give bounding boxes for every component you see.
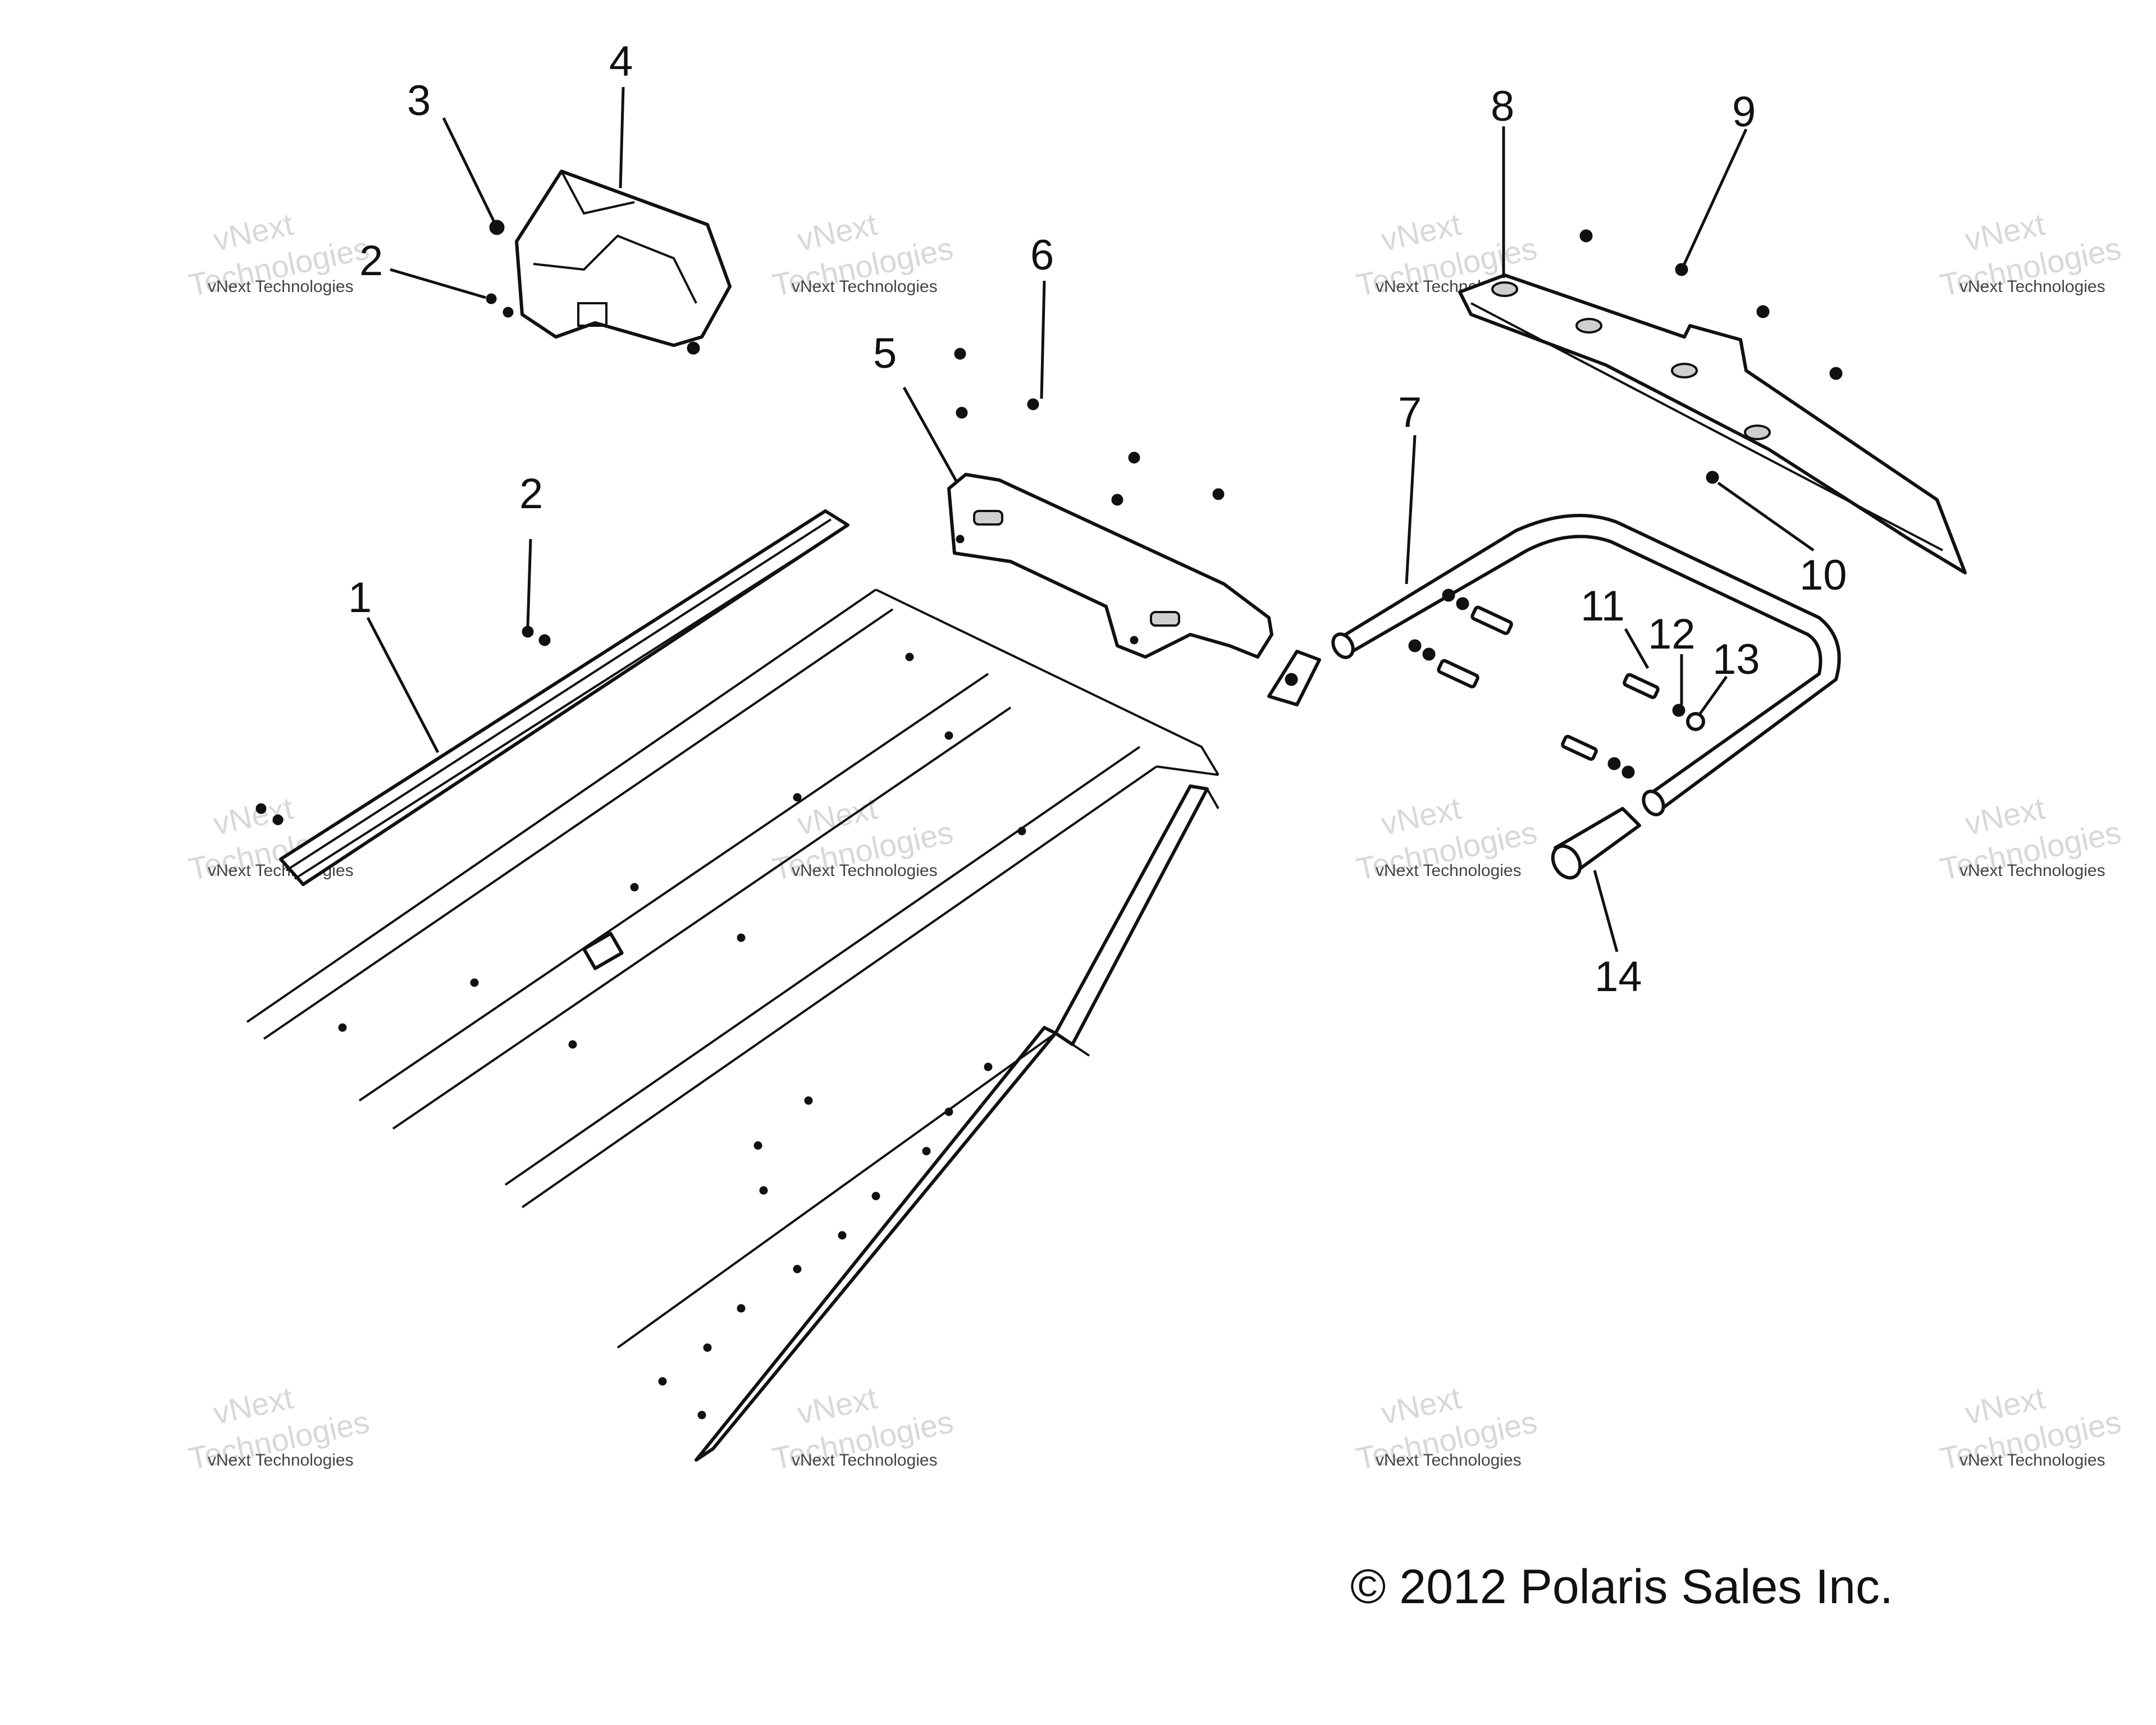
part-3-nut — [489, 220, 505, 235]
part-2-fasteners — [486, 293, 551, 646]
callout-5: 5 — [873, 330, 897, 377]
watermark-text: vNext Technologies — [208, 277, 354, 296]
callout-2: 2 — [519, 470, 543, 518]
leader-lines — [366, 86, 1815, 952]
watermark-text: vNext Technologies — [1959, 277, 2105, 296]
part-10-fastener — [1706, 471, 1719, 484]
watermark-text: vNext Technologies — [792, 861, 938, 880]
callout-1: 1 — [348, 574, 372, 622]
watermark: vNext Technologies vNext Technologies — [1353, 206, 1540, 303]
callout-8: 8 — [1491, 83, 1514, 130]
watermark: vNext Technologies vNext Technologies — [185, 1380, 372, 1476]
watermark: vNext Technologies vNext Technologies — [1937, 790, 2124, 887]
part-5-bracket — [947, 473, 1273, 659]
watermark: vNext Technologies vNext Technologies — [1353, 790, 1540, 887]
watermark: vNext Technologies vNext Technologies — [769, 206, 956, 303]
watermark-group: vNext Technologies vNext Technologies vN… — [185, 206, 2124, 1476]
callout-12: 12 — [1648, 610, 1696, 658]
part-8-top-rail — [1458, 273, 1967, 574]
watermark-text: vNext Technologies — [792, 1451, 938, 1470]
watermark: vNext Technologies vNext Technologies — [1937, 1380, 2124, 1476]
callout-9: 9 — [1732, 88, 1756, 136]
callout-6: 6 — [1030, 231, 1054, 279]
part-1-side-rail — [255, 509, 849, 886]
callout-4: 4 — [609, 38, 633, 85]
floor-deck — [246, 588, 1219, 1462]
watermark: vNext Technologies vNext Technologies — [1937, 206, 2124, 303]
watermark-text: vNext Technologies — [1959, 861, 2105, 880]
watermark: vNext Technologies vNext Technologies — [1353, 1380, 1540, 1476]
watermark-text: vNext Technologies — [1959, 1451, 2105, 1470]
callout-11: 11 — [1581, 582, 1625, 630]
part-6-fasteners — [954, 348, 1225, 506]
callout-10: 10 — [1799, 551, 1847, 599]
part-4-cover — [515, 170, 732, 355]
part-14-grip — [1551, 807, 1641, 880]
callout-13: 13 — [1712, 636, 1760, 683]
watermark-text: vNext Technologies — [792, 277, 938, 296]
copyright-text: © 2012 Polaris Sales Inc. — [1350, 1560, 1893, 1614]
watermark: vNext Technologies vNext Technologies — [769, 1380, 956, 1476]
hinge-block — [1267, 650, 1321, 706]
watermark-text: vNext Technologies — [208, 1451, 354, 1470]
watermark-text: vNext Technologies — [1376, 1451, 1522, 1470]
callout-14: 14 — [1595, 953, 1642, 1001]
callout-7: 7 — [1398, 389, 1422, 436]
tube-hardware — [1408, 588, 1705, 779]
part-9-fasteners — [1579, 229, 1843, 380]
callout-labels: 1 2 2 3 4 5 6 7 8 9 10 11 12 13 14 — [348, 38, 1847, 1001]
watermark: vNext Technologies vNext Technologies — [185, 206, 372, 303]
part-7-tube-frame — [1331, 514, 1841, 816]
watermark-text: vNext Technologies — [1376, 861, 1522, 880]
callout-3: 3 — [407, 77, 431, 125]
callout-2: 2 — [359, 237, 383, 285]
